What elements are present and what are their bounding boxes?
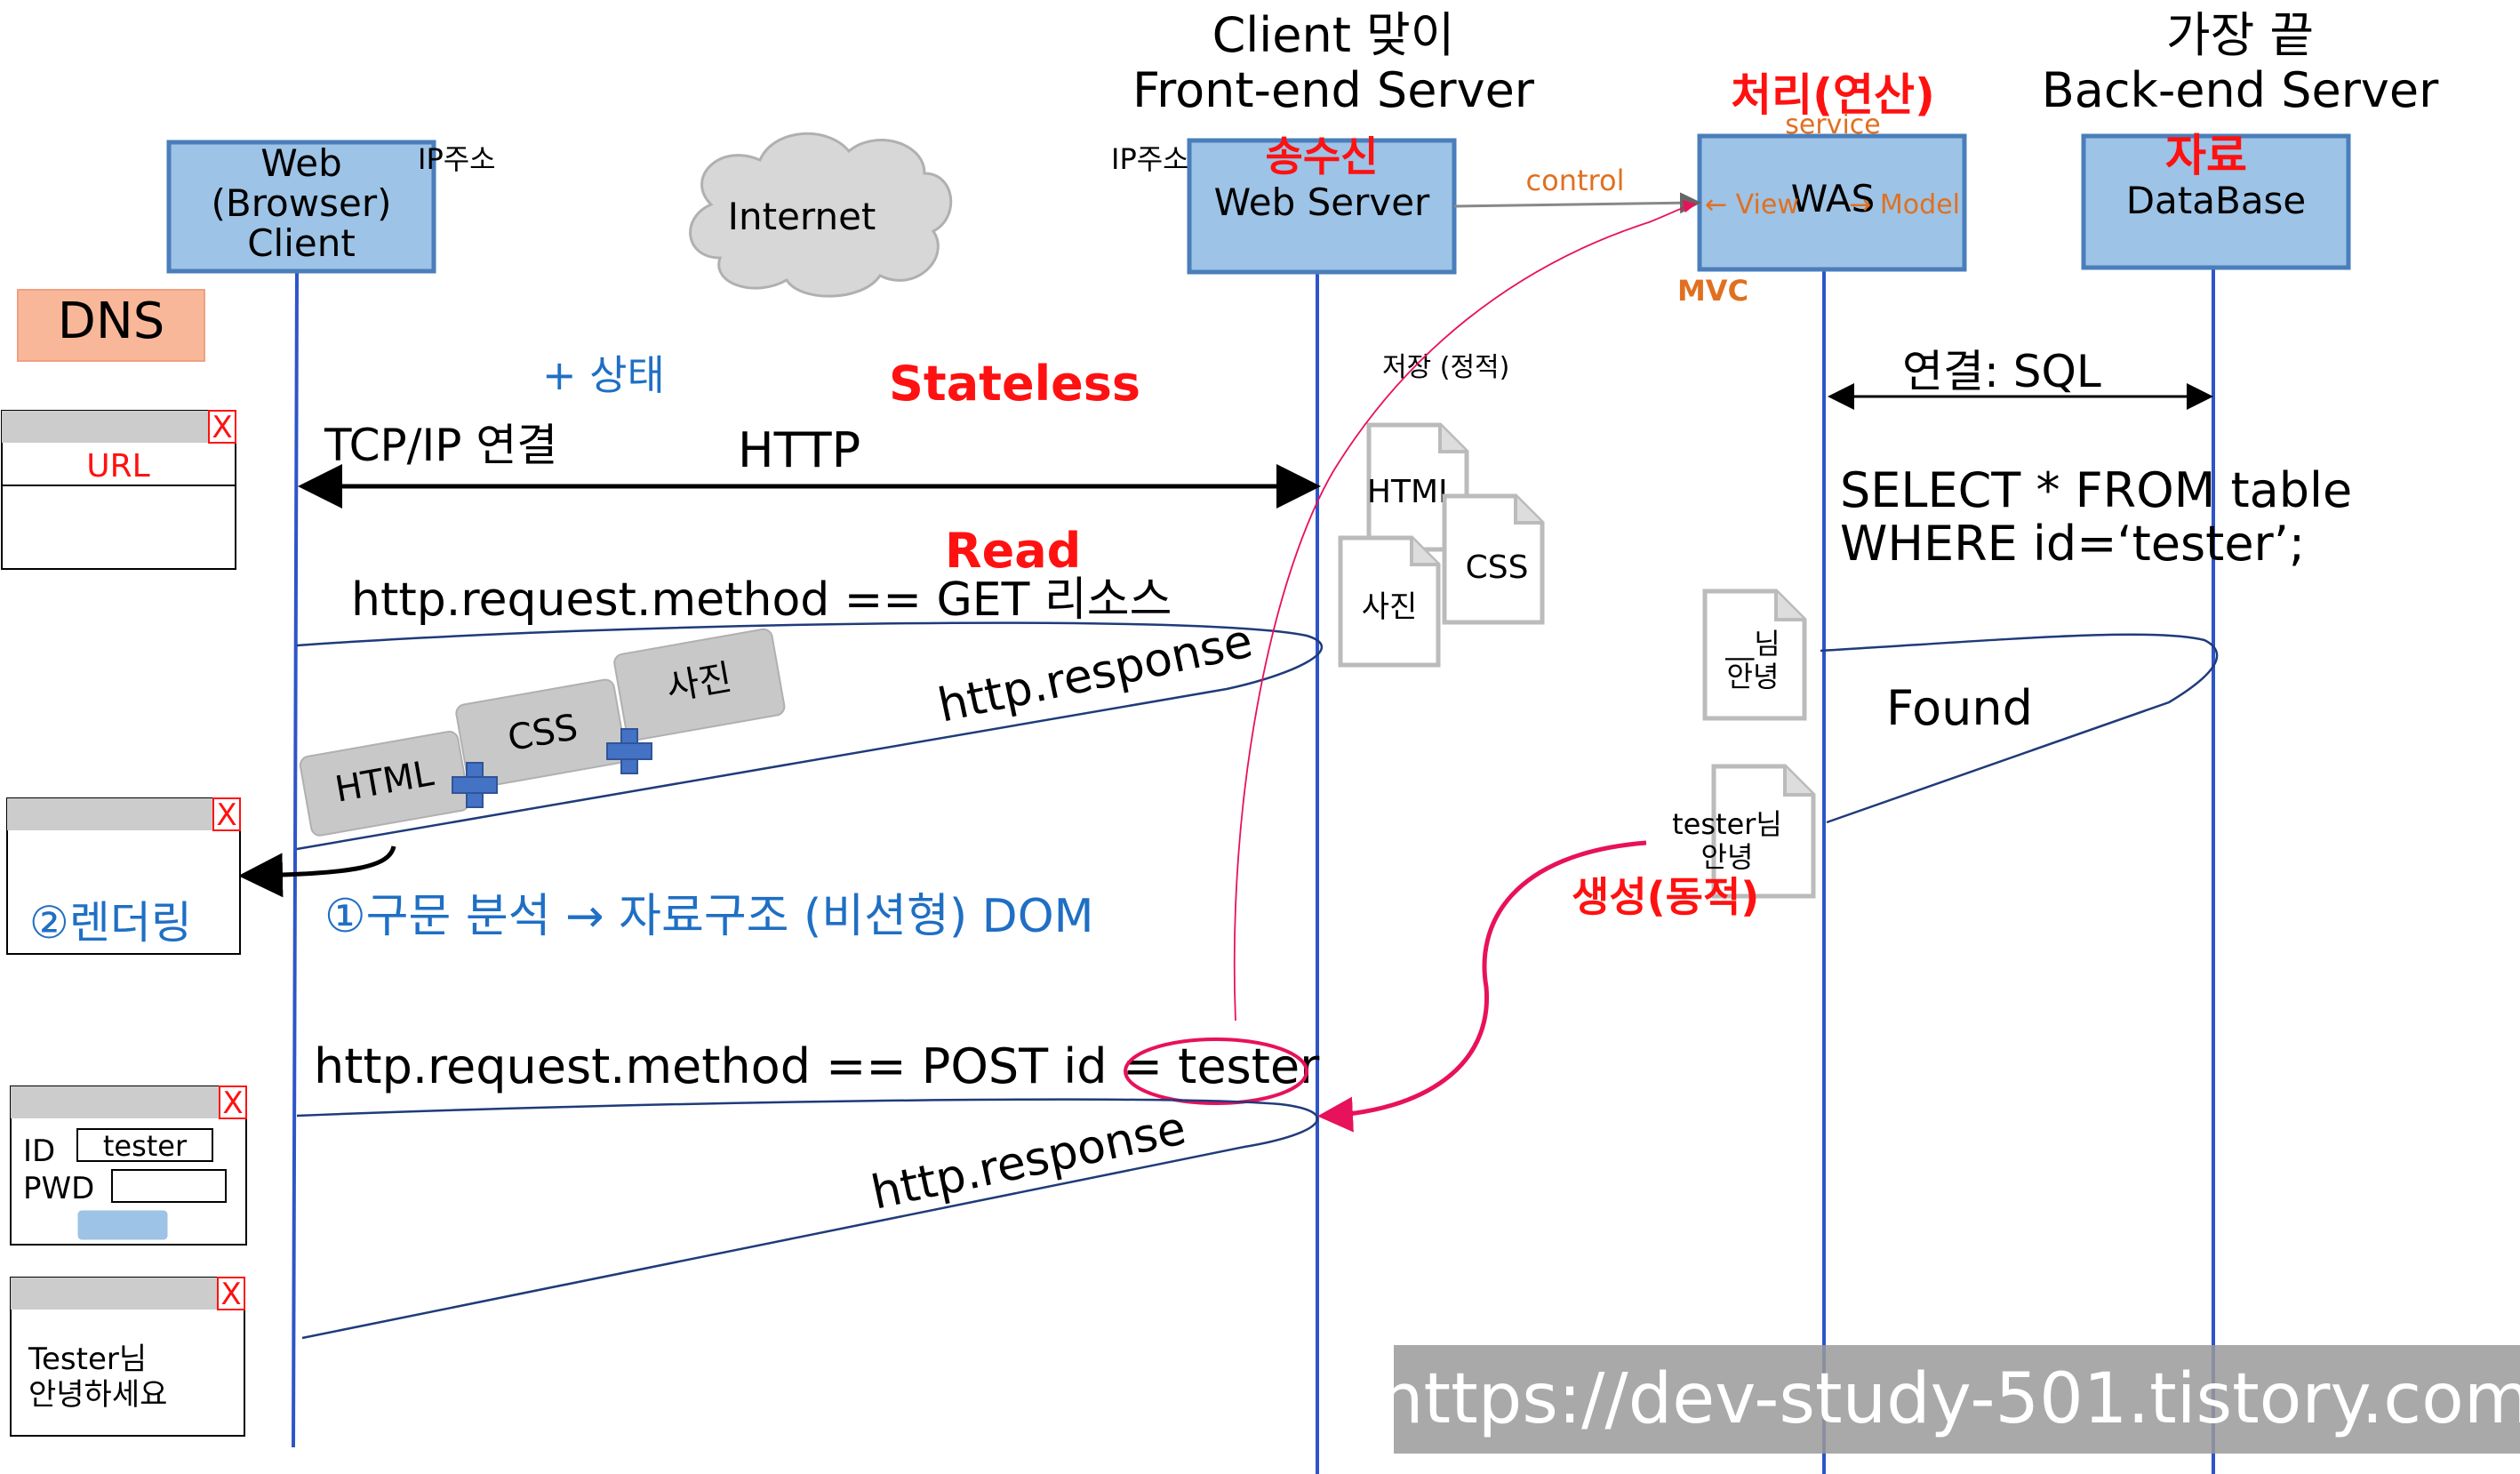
dns-box: DNS — [17, 289, 205, 362]
watermark-text: https://dev-study-501.tistory.com — [1380, 1359, 2520, 1439]
render-browser-window: X ②렌더링 — [6, 797, 241, 955]
login-id-label: ID — [23, 1134, 55, 1169]
login-id-value: tester — [103, 1129, 188, 1163]
url-window-close-button[interactable] — [208, 410, 236, 444]
static-photo-label: 사진 — [1362, 589, 1418, 625]
backend-header-line2: Back-end Server — [2042, 62, 2439, 118]
internet-label: Internet — [728, 195, 876, 238]
webserver-label: Web Server — [1214, 180, 1430, 224]
static-css-label: CSS — [1466, 549, 1529, 586]
welcome-browser-window: X Tester님 안녕하세요 — [10, 1277, 245, 1437]
was-model-label: → Model — [1849, 189, 1960, 220]
client-label-line1: Web — [260, 141, 342, 185]
was-label: WAS — [1791, 177, 1876, 220]
result-file-greeting: tester님 안녕 — [1672, 764, 1816, 899]
url-browser-window: X URL — [1, 410, 236, 570]
frontend-header-line2: Front-end Server — [1132, 62, 1535, 118]
read-label: Read — [945, 523, 1081, 579]
result-line2: 안녕 — [1701, 840, 1754, 874]
client-ip-label: IP주소 — [418, 142, 496, 176]
database-title: 자료 — [2165, 130, 2247, 181]
static-file-css: CSS — [1442, 493, 1545, 625]
http-label: HTTP — [738, 422, 860, 478]
welcome-line2: 안녕하세요 — [28, 1377, 167, 1413]
was-service-label: service — [1785, 109, 1880, 140]
was-view-label: ← View — [1705, 189, 1799, 220]
login-window-close-icon: X — [222, 1085, 243, 1121]
login-browser-window: X ID tester PWD — [10, 1085, 247, 1246]
template-line1: __님 — [1724, 627, 1780, 661]
webserver-ip-label: IP주소 — [1111, 142, 1189, 176]
login-pwd-input[interactable] — [111, 1169, 227, 1203]
client-label-line2: (Browser) — [212, 181, 392, 225]
url-window-close-icon: X — [212, 410, 232, 445]
render-window-close-icon: X — [216, 797, 236, 833]
database-box: 자료 DataBase — [2081, 130, 2351, 270]
state-label: + 상태 — [542, 351, 665, 399]
welcome-window-close-button[interactable] — [217, 1277, 245, 1310]
tester-highlight-ellipse — [1124, 1037, 1308, 1105]
client-label-line3: Client — [247, 221, 356, 265]
storage-static-label: 저장 (정적) — [1382, 352, 1509, 383]
tcp-label: TCP/IP 연결 — [324, 420, 557, 471]
url-label: URL — [86, 448, 149, 485]
render-window-close-button[interactable] — [212, 797, 241, 831]
get-request-label: http.request.method == GET 리소스 — [351, 573, 1172, 627]
plus-icon-2 — [606, 728, 652, 774]
dns-label: DNS — [58, 292, 165, 350]
login-pwd-label: PWD — [23, 1171, 94, 1206]
login-window-close-button[interactable] — [219, 1085, 247, 1119]
dispatch-to-was-line — [1233, 200, 1697, 1021]
was-box: service WAS ← View → Model — [1697, 109, 1967, 272]
get-request-curve — [296, 621, 1323, 851]
db-connect-label: 연결: SQL — [1902, 346, 2101, 397]
result-line1: tester님 — [1672, 807, 1782, 841]
database-label: DataBase — [2126, 179, 2307, 222]
control-arrow — [1453, 192, 1701, 214]
parse-label: ①구문 분석 → 자료구조 (비션형) DOM — [324, 890, 1094, 943]
backend-header-line1: 가장 끝 — [2166, 7, 2314, 63]
mvc-label: MVC — [1677, 274, 1748, 308]
webserver-box: 송수신 Web Server — [1187, 132, 1457, 275]
frontend-header-line1: Client 맞이 — [1212, 7, 1455, 63]
internet-cloud: Internet — [689, 132, 953, 298]
render-label: ②렌더링 — [29, 897, 192, 949]
watermark: https://dev-study-501.tistory.com — [1380, 1345, 2520, 1454]
template-file-greeting: __님 안녕 — [1702, 589, 1807, 721]
welcome-line1: Tester님 — [28, 1342, 147, 1377]
plus-icon-1 — [452, 762, 498, 808]
stateless-label: Stateless — [889, 356, 1140, 412]
control-label: control — [1526, 164, 1625, 197]
static-file-photo: 사진 — [1338, 535, 1441, 668]
generate-dynamic-label: 생성(동적) — [1572, 873, 1759, 921]
generate-dynamic-arrow — [1317, 840, 1647, 1133]
template-line2: 안녕 — [1727, 660, 1780, 693]
login-submit-button[interactable] — [77, 1210, 168, 1240]
post-request-curve — [296, 1098, 1319, 1340]
sql-line2: WHERE id=‘tester’; — [1840, 516, 2305, 572]
login-id-input[interactable] — [76, 1128, 213, 1162]
render-arrow — [238, 845, 396, 898]
web-client-box: Web (Browser) Client — [166, 140, 436, 274]
found-label: Found — [1886, 680, 2033, 736]
sql-line1: SELECT * FROM table — [1840, 462, 2352, 518]
db-query-curve — [1820, 633, 2219, 824]
static-html-label: HTML — [1367, 474, 1456, 510]
welcome-window-close-icon: X — [220, 1277, 241, 1312]
webserver-title: 송수신 — [1266, 132, 1379, 180]
client-lifeline — [292, 270, 299, 1448]
response2-label: http.response — [867, 1101, 1190, 1220]
processing-header: 처리(연산) — [1731, 69, 1935, 121]
post-request-label: http.request.method == POST id = tester — [314, 1038, 1320, 1094]
response1-label: http.response — [933, 614, 1257, 733]
resource-bundle: HTML CSS 사진 — [299, 628, 786, 837]
